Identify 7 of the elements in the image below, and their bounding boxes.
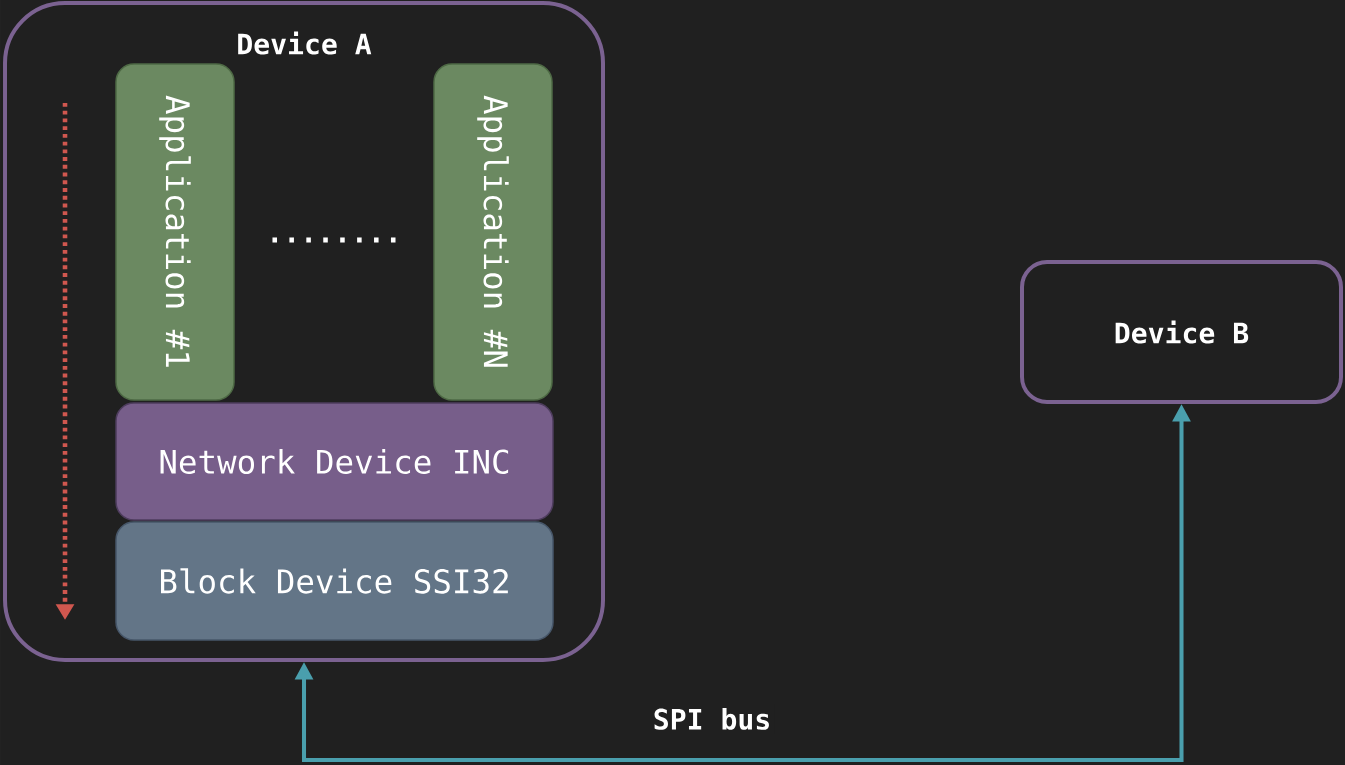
- layer-box: Network Device INC: [115, 402, 554, 521]
- ellipsis-text: ........: [272, 237, 396, 243]
- layer-box: Block Device SSI32: [115, 521, 554, 641]
- application-box: Application #1: [115, 63, 235, 401]
- application-box: Application #N: [433, 63, 553, 401]
- device-box: Device B: [1020, 260, 1343, 404]
- edge-label: SPI bus: [654, 708, 769, 730]
